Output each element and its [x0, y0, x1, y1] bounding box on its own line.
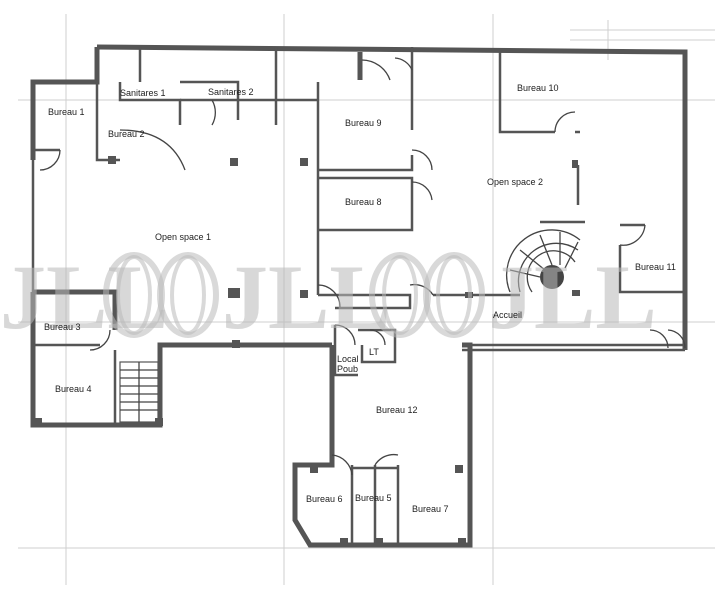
room-label-open-space-2: Open space 2 — [487, 177, 543, 187]
room-label-bureau-3: Bureau 3 — [44, 322, 81, 332]
room-label-poub: Poub — [337, 364, 358, 374]
room-label-bureau-9: Bureau 9 — [345, 118, 382, 128]
room-label-bureau-8: Bureau 8 — [345, 197, 382, 207]
watermark-text-right: JLL — [488, 246, 657, 348]
jll-logo — [103, 252, 485, 338]
room-label-local: Local — [337, 354, 359, 364]
room-label-bureau-11: Bureau 11 — [635, 262, 676, 272]
room-label-lt: LT — [369, 347, 379, 357]
room-label-bureau-2: Bureau 2 — [108, 129, 145, 139]
watermark-text-center: JLL — [222, 246, 391, 348]
spiral-staircase — [506, 229, 581, 293]
door-swings — [39, 57, 686, 476]
room-label-bureau-7: Bureau 7 — [412, 504, 449, 514]
room-label-bureau-4: Bureau 4 — [55, 384, 92, 394]
room-label-accueil: Accueil — [493, 310, 522, 320]
room-label-bureau-10: Bureau 10 — [517, 83, 559, 93]
room-label-bureau-5: Bureau 5 — [355, 493, 392, 503]
interior-walls — [33, 47, 685, 545]
watermark-text-left: JLL — [0, 246, 169, 348]
room-label-open-space-1: Open space 1 — [155, 232, 211, 242]
room-label-bureau-6: Bureau 6 — [306, 494, 343, 504]
room-label-sanitaires-1: Sanitares 1 — [120, 88, 166, 98]
room-label-bureau-1: Bureau 1 — [48, 107, 85, 117]
room-labels: Bureau 1 Bureau 2 Sanitares 1 Sanitares … — [44, 83, 676, 514]
room-label-sanitaires-2: Sanitares 2 — [208, 87, 254, 97]
room-label-bureau-12: Bureau 12 — [376, 405, 418, 415]
straight-staircase — [119, 361, 159, 423]
